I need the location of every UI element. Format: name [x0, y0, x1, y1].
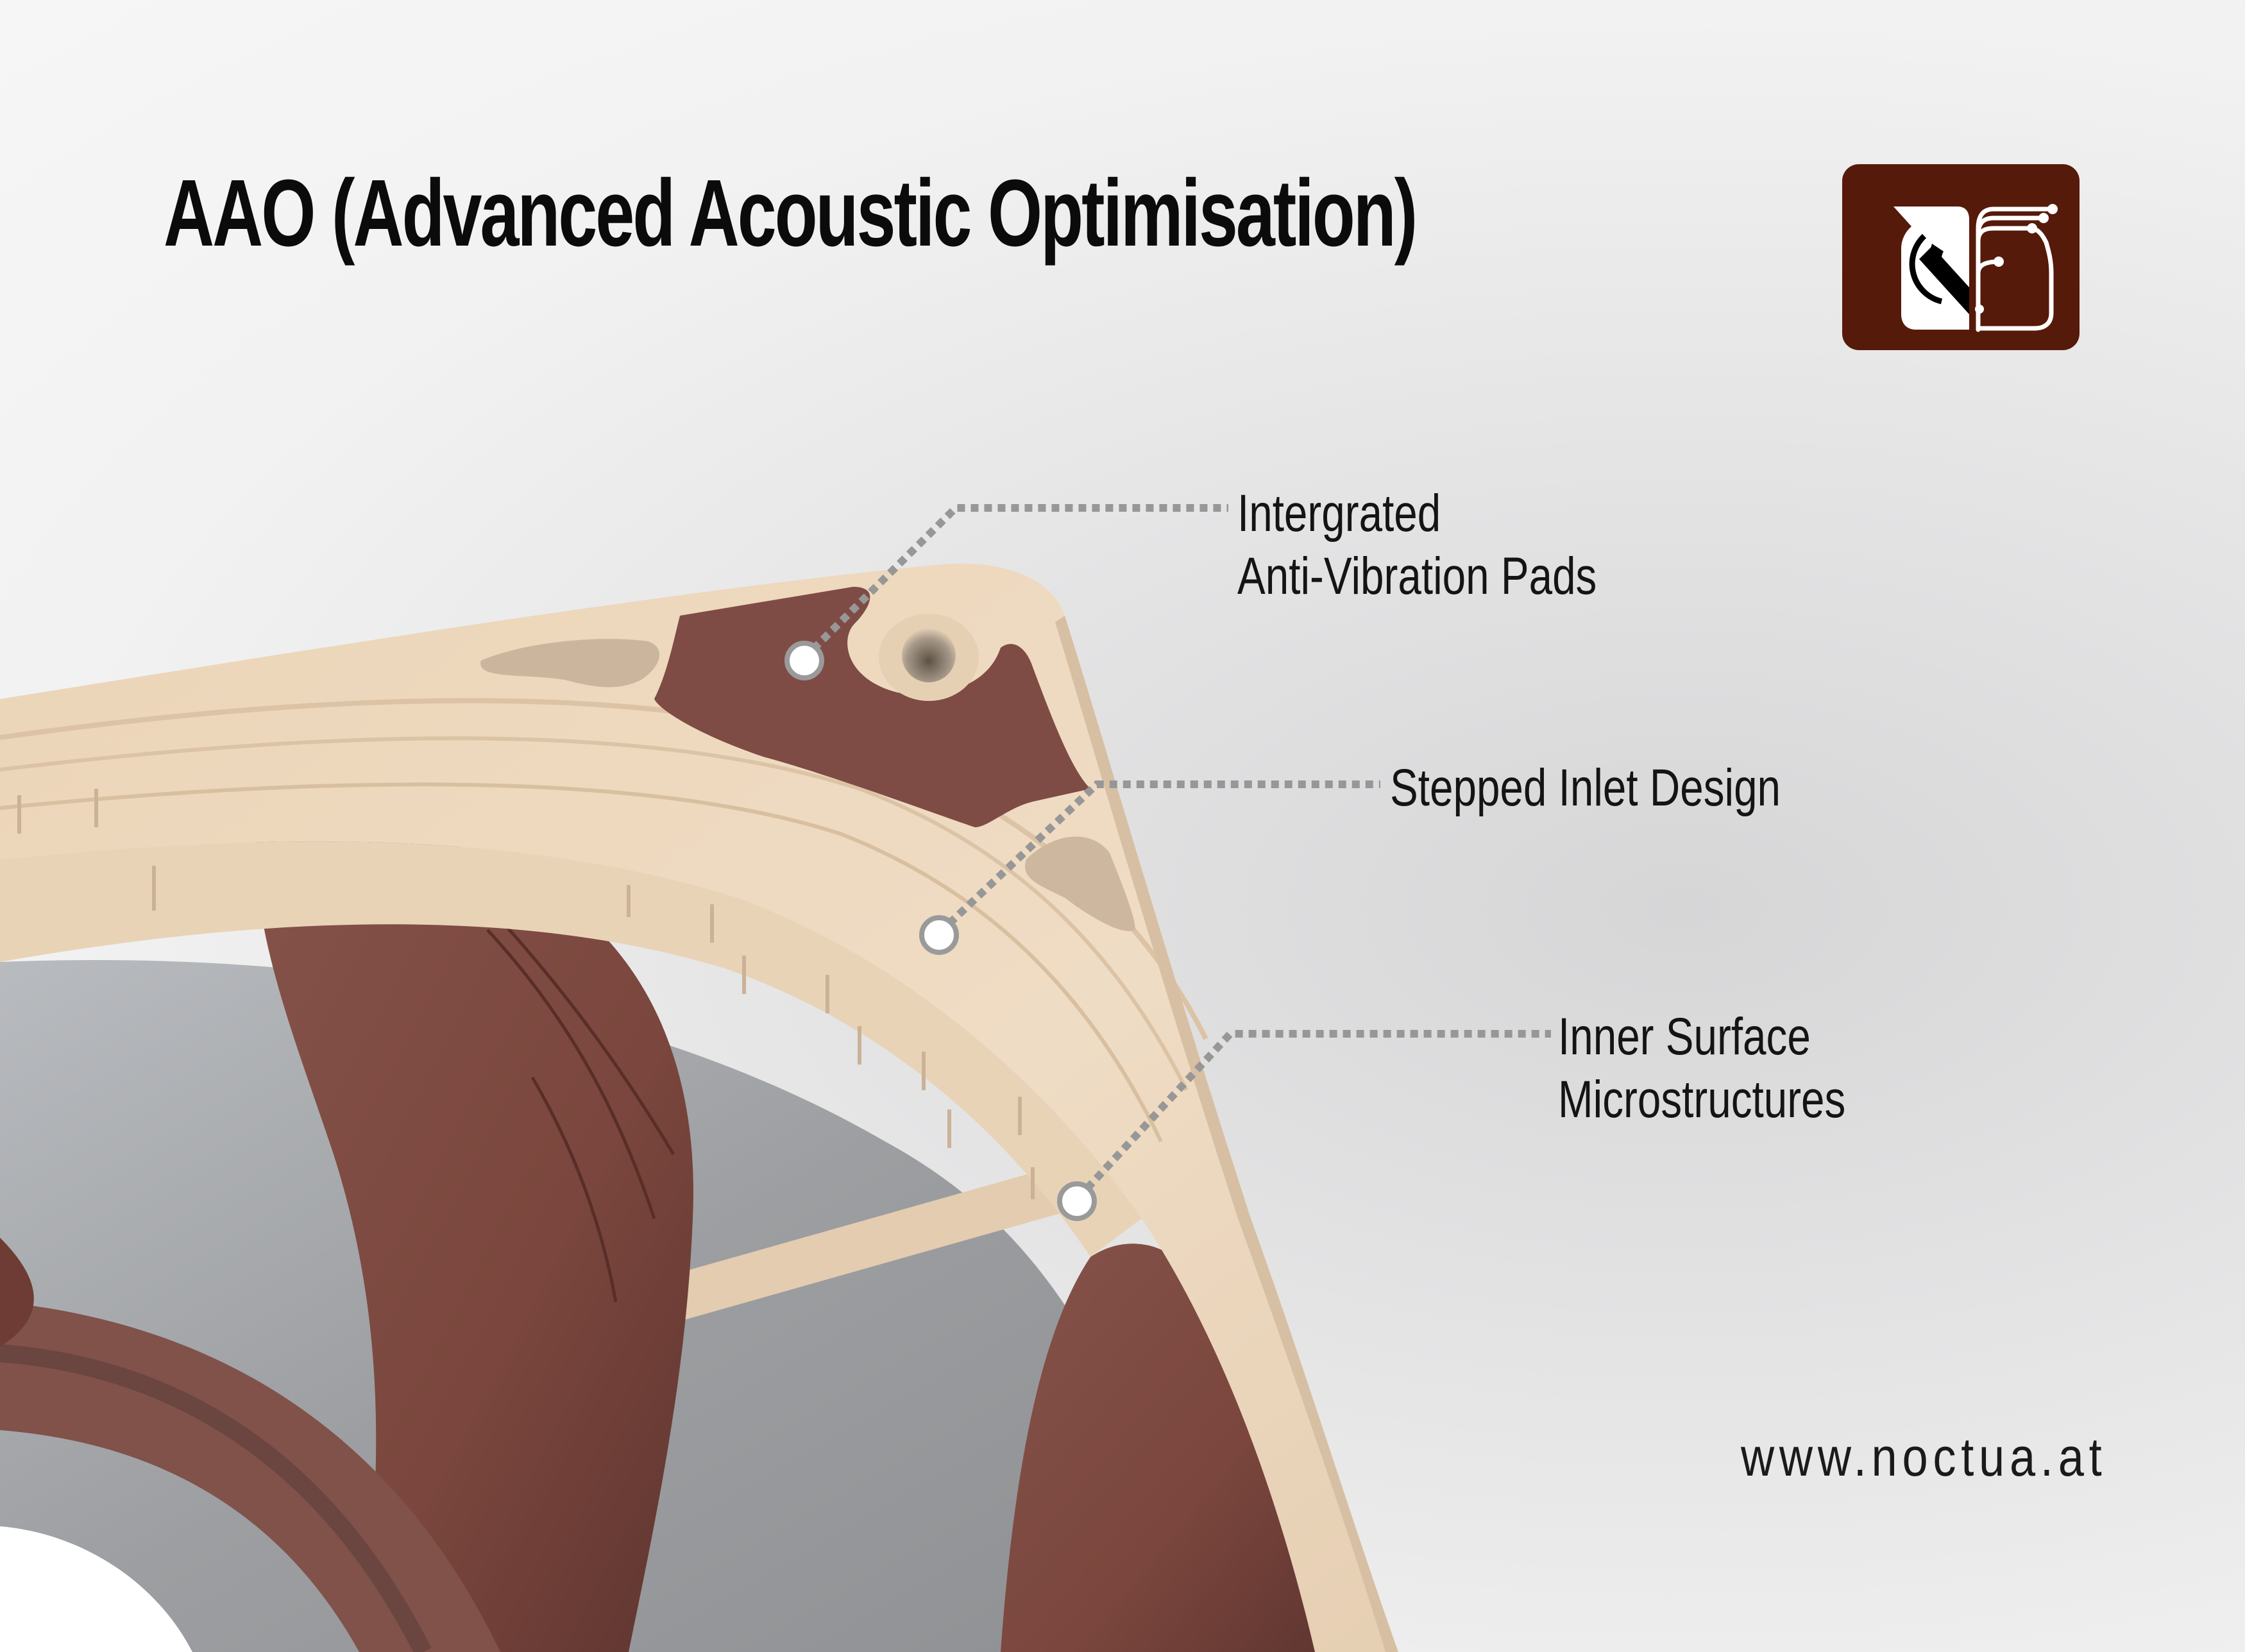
noctua-owl-circuit-logo-icon [1842, 164, 2080, 350]
callout-line: Inner Surface [1558, 1007, 1811, 1066]
callout-dot-icon [1057, 1181, 1097, 1221]
callout-stepped-inlet: Stepped Inlet Design [1390, 757, 1781, 820]
callout-line: Anti-Vibration Pads [1237, 547, 1597, 605]
leader-line-anti-vibration-pads [810, 504, 1228, 652]
callout-inner-surface: Inner Surface Microstructures [1558, 1006, 1845, 1131]
leader-line-stepped-inlet [946, 780, 1380, 927]
callout-line: Intergrated [1237, 484, 1441, 543]
callout-line: Microstructures [1558, 1070, 1846, 1129]
callout-dot-icon [919, 915, 959, 955]
callout-dot-icon [784, 641, 824, 680]
website-link[interactable]: www.noctua.at [1741, 1427, 2107, 1487]
page-title: AAO (Advanced Acoustic Optimisation) [164, 160, 1418, 266]
callout-line: Stepped Inlet Design [1390, 759, 1781, 817]
callout-anti-vibration-pads: Intergrated Anti-Vibration Pads [1237, 482, 1597, 608]
leader-line-inner-surface [1084, 1030, 1551, 1192]
